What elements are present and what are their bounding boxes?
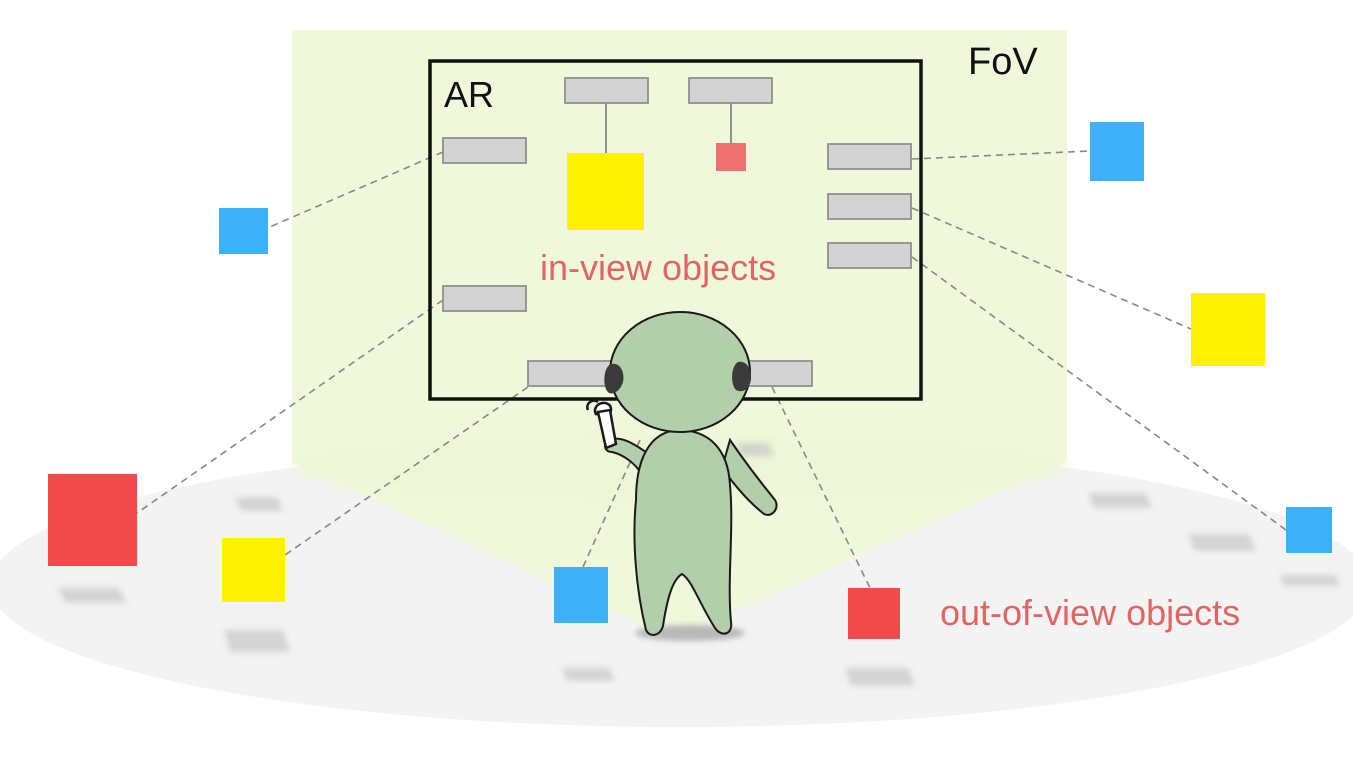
tag-left-1 — [442, 137, 527, 164]
tag-right-2 — [827, 193, 912, 220]
object-red-in-view — [716, 143, 746, 171]
object-blue-left — [219, 208, 268, 254]
connection-lines — [136, 150, 1287, 589]
fov-label: FoV — [968, 41, 1038, 83]
tag-right-3 — [827, 242, 912, 269]
out-of-view-label: out-of-view objects — [940, 592, 1240, 633]
tag-top-right — [688, 77, 773, 104]
object-blue-bottom — [554, 567, 608, 623]
object-yellow-in-view — [567, 153, 644, 230]
character-right-arm — [720, 437, 778, 516]
character-body — [633, 428, 733, 636]
object-blue-right-top — [1090, 122, 1144, 181]
object-red-left — [48, 474, 137, 566]
out-of-view-objects — [48, 122, 1332, 639]
alien-user-with-headset-icon — [586, 311, 778, 636]
handheld-controller-icon — [586, 399, 618, 450]
tag-bottom-left — [527, 360, 612, 387]
tag-left-2 — [442, 285, 527, 312]
label-tags — [442, 77, 912, 387]
object-blue-right-bottom — [1286, 507, 1332, 553]
object-yellow-right — [1191, 293, 1265, 366]
headset-left-pad — [604, 363, 624, 394]
ar-label: AR — [444, 74, 494, 115]
tag-top-left — [564, 77, 649, 104]
in-view-label: in-view objects — [540, 247, 776, 288]
character-head — [609, 311, 751, 433]
tag-right-1 — [827, 143, 912, 170]
object-red-bottom — [848, 588, 900, 639]
headset-right-pad — [732, 361, 751, 392]
floor-shadows — [57, 443, 1340, 686]
object-yellow-left — [222, 538, 285, 602]
